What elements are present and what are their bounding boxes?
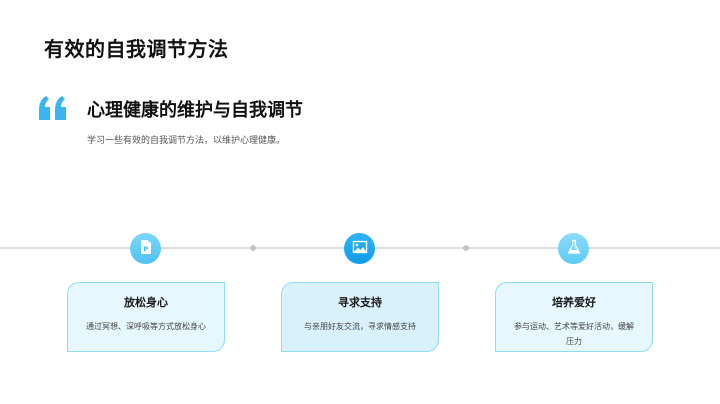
step-card-title: 寻求支持 (338, 296, 382, 309)
flask-icon (566, 239, 582, 259)
step-card-3: 培养爱好 参与运动、艺术等爱好活动，缓解压力 (495, 282, 653, 352)
image-icon (352, 239, 368, 259)
section-description: 学习一些有效的自我调节方法，以维护心理健康。 (87, 136, 286, 146)
step-card-text: 参与运动、艺术等爱好活动，缓解压力 (514, 322, 634, 346)
step-card-text: 与亲朋好友交流，寻求情感支持 (304, 322, 416, 331)
timeline-dot (463, 245, 469, 251)
document-p-icon: P (138, 239, 154, 259)
timeline-dot (250, 245, 256, 251)
step-card-1: 放松身心 通过冥想、深呼吸等方式放松身心 (67, 282, 225, 352)
step-card-text: 通过冥想、深呼吸等方式放松身心 (86, 322, 206, 331)
timeline-node-3 (558, 233, 589, 264)
timeline-node-2 (344, 233, 375, 264)
step-card-title: 放松身心 (124, 296, 168, 309)
page-title: 有效的自我调节方法 (44, 37, 229, 61)
quote-open-icon (37, 90, 71, 124)
step-card-2: 寻求支持 与亲朋好友交流，寻求情感支持 (281, 282, 439, 352)
step-card-title: 培养爱好 (552, 296, 596, 309)
svg-text:P: P (143, 245, 148, 253)
section-heading: 心理健康的维护与自我调节 (87, 100, 303, 121)
timeline-node-1: P (130, 233, 161, 264)
